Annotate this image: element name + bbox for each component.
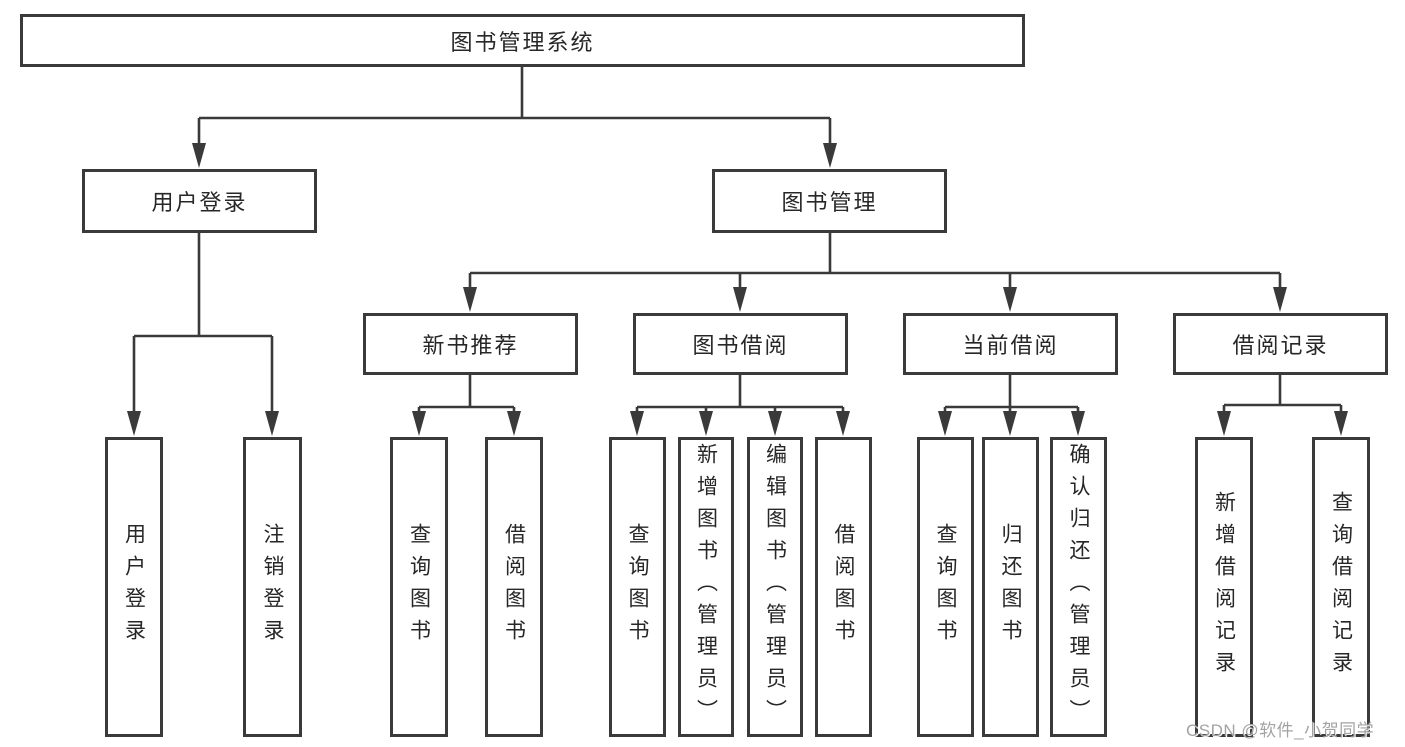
node-label: 用户登录 [122,523,146,651]
node-label: 查询图书 [934,523,957,651]
node-label: 图书管理系统 [450,29,595,55]
node-borrowing-records: 借阅记录 [1173,313,1388,375]
node-leaf-edit-books-admin: 编辑图书（管理员） [747,437,803,737]
node-label: 确认归还（管理员） [1067,443,1090,731]
node-leaf-query-borrow-record: 查询借阅记录 [1312,437,1370,737]
node-label: 当前借阅 [962,333,1059,358]
node-label: 新书推荐 [422,333,519,358]
node-label: 新增图书（管理员） [694,443,718,731]
node-leaf-borrow-books: 借阅图书 [815,437,872,737]
node-leaf-borrow-books-recommend: 借阅图书 [485,437,543,737]
node-label: 编辑图书（管理员） [763,443,787,731]
node-library-system: 图书管理系统 [20,14,1025,67]
node-label: 查询图书 [407,523,431,651]
watermark: CSDN @软件_小贺同学 [1186,721,1375,740]
node-label: 注销登录 [261,523,284,651]
node-book-borrowing: 图书借阅 [633,313,848,375]
node-leaf-return-books: 归还图书 [982,437,1039,737]
node-new-book-recommendation: 新书推荐 [363,313,578,375]
node-label: 借阅图书 [502,523,526,651]
node-label: 查询图书 [626,523,649,651]
node-leaf-query-books-borrowing: 查询图书 [609,437,666,737]
node-label: 图书借阅 [692,333,789,358]
node-leaf-query-books-current: 查询图书 [917,437,974,737]
node-leaf-query-books-recommend: 查询图书 [390,437,448,737]
node-leaf-logout: 注销登录 [243,437,302,737]
node-leaf-add-borrow-record: 新增借阅记录 [1195,437,1253,737]
node-leaf-add-books-admin: 新增图书（管理员） [678,437,734,737]
node-label: 用户登录 [151,190,248,215]
arrowheads [127,143,1348,436]
node-leaf-confirm-return-admin: 确认归还（管理员） [1050,437,1107,737]
node-label: 借阅记录 [1232,333,1329,358]
node-label: 查询借阅记录 [1329,491,1353,683]
node-book-management: 图书管理 [712,169,947,233]
node-label: 新增借阅记录 [1212,491,1236,683]
node-label: 归还图书 [999,523,1022,651]
node-label: 借阅图书 [832,523,855,651]
node-leaf-user-login: 用户登录 [105,437,163,737]
node-label: 图书管理 [781,190,878,215]
node-current-borrowing: 当前借阅 [903,313,1118,375]
node-user-login: 用户登录 [82,169,317,233]
